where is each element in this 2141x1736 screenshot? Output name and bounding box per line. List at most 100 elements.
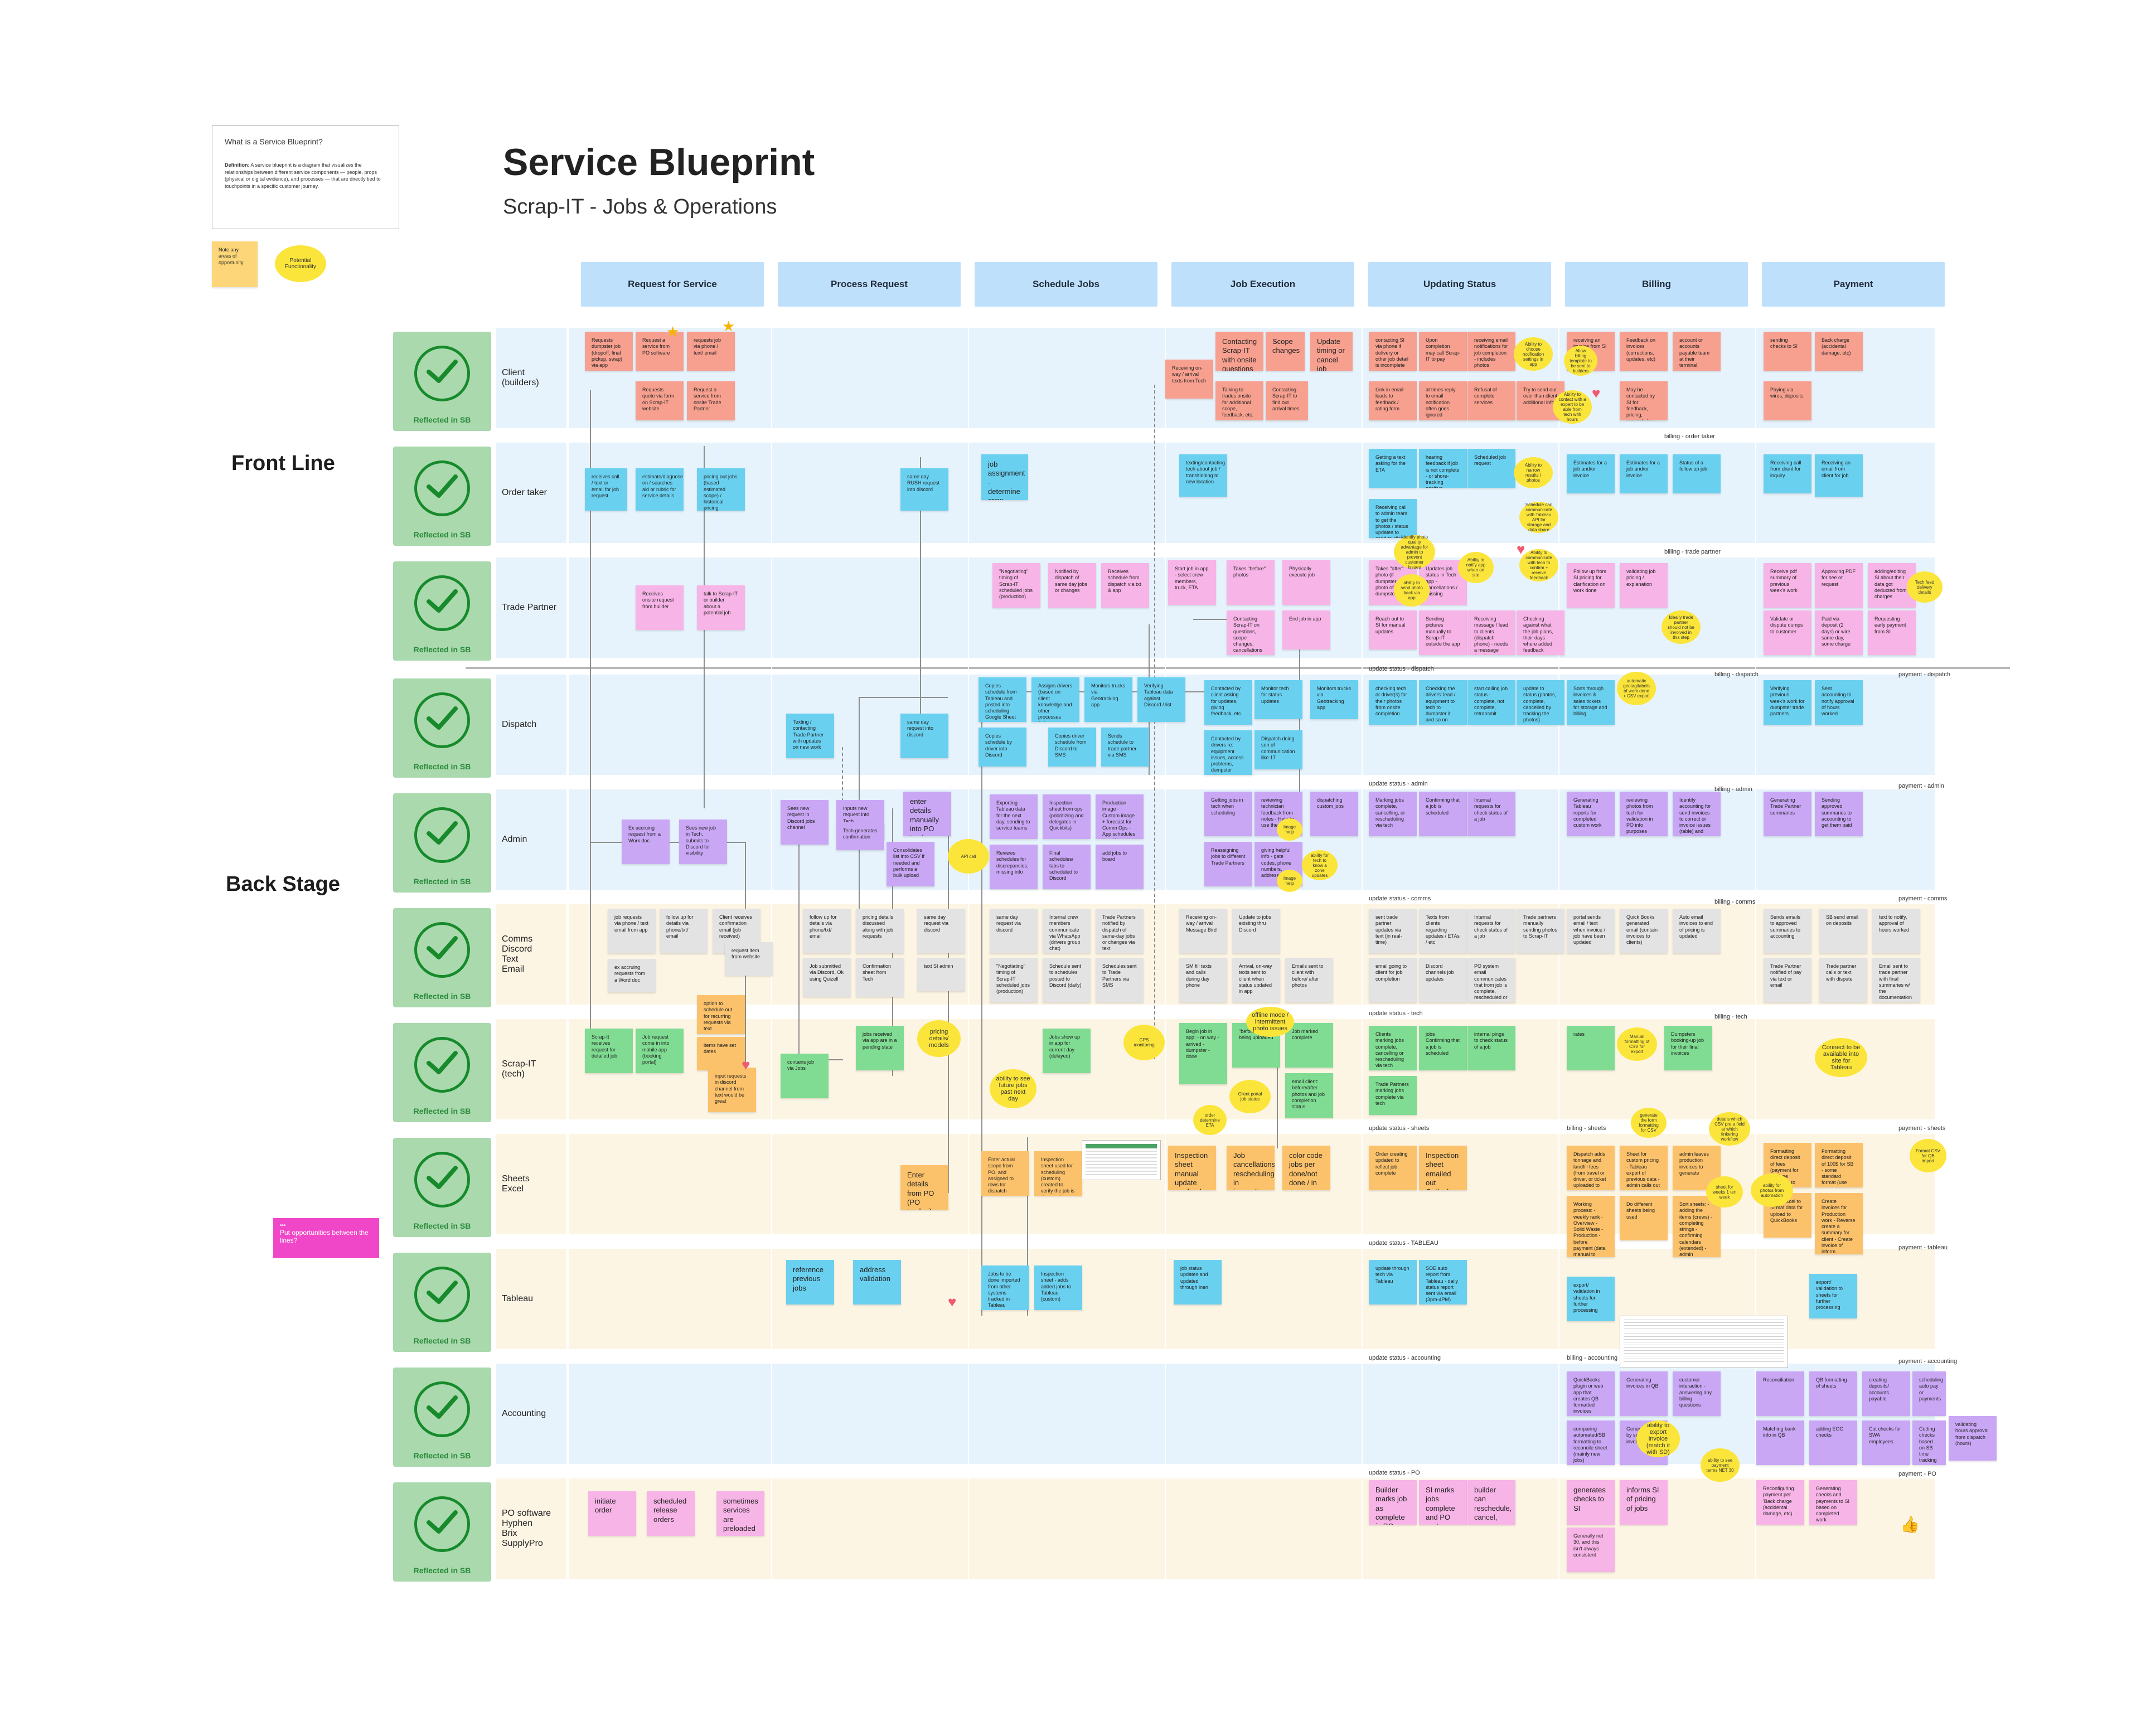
thumbs-up-icon: 👍 [1900, 1516, 1920, 1533]
row-label-dispatch: Dispatch [496, 675, 566, 775]
sticky-note: Estimates for a job and/or invoice [1567, 454, 1615, 493]
check-icon [414, 922, 470, 978]
sticky-note: Paying via wires, deposits [1764, 381, 1811, 420]
sticky-note: text SI admin [917, 958, 965, 991]
sticky-note: Copies schedule by driver into Discord [979, 728, 1026, 767]
sticky-note: adding/editing SI about their data got d… [1868, 563, 1916, 608]
sticky-note: Receiving message / lead to clients (dis… [1467, 610, 1515, 655]
sticky-note: SOE auto report from Tableau - daily sta… [1419, 1260, 1467, 1305]
reflected-check-card: Reflected in SB [393, 447, 491, 546]
sticky-note: Schedule sent to schedules posted to Dis… [1043, 958, 1091, 1002]
check-label: Reflected in SB [413, 877, 471, 886]
sticky-note: items have set dates [697, 1037, 745, 1070]
sticky-note: ex accruing requests from a Word doc [608, 959, 656, 992]
legend-circle: Potential Functionality [275, 245, 326, 282]
lane-label: payment - admin [1898, 783, 1944, 789]
sticky-note: creating deposits/ accounts payable [1862, 1371, 1910, 1416]
sticky-note: PO system email communicates that from j… [1467, 958, 1515, 1002]
sticky-note: Internal requests for check status of a … [1467, 909, 1515, 953]
sticky-note: dispatching custom jobs [1310, 792, 1358, 836]
sticky-note: Job request come in into mobile app (boo… [636, 1029, 684, 1073]
row-label-po: PO software Hyphen Brix SupplyPro [496, 1478, 566, 1579]
sticky-note: Monitors trucks via Geotracking app [1310, 680, 1358, 719]
connector-line [798, 803, 800, 1059]
sticky-note: SB send email on deposits [1819, 909, 1867, 953]
side-note-text: Put opportunities between the lines? [280, 1229, 369, 1244]
sticky-note: Start job in app - select crew members, … [1168, 560, 1216, 605]
sticky-note: Quick Books generated email (contain inv… [1620, 909, 1668, 953]
sticky-note: request item from website [725, 942, 773, 976]
sticky-note: Dumpsters booking-up job for their final… [1664, 1026, 1712, 1070]
opportunity-circle: Manual formatting of CSV for export [1617, 1027, 1657, 1061]
heart-icon: ♥ [948, 1293, 957, 1310]
sticky-note: export/ validation in sheets for further… [1567, 1277, 1615, 1321]
sticky-note: Sending approved summaries to accounting… [1815, 792, 1863, 836]
lane-label: billing - comms [1714, 899, 1756, 905]
check-label: Reflected in SB [413, 1566, 471, 1575]
heart-icon: ♥ [742, 1056, 750, 1073]
sticky-note: estimate/diagnose on / searches aid or r… [636, 468, 684, 511]
reflected-check-card: Reflected in SB [393, 332, 491, 431]
sticky-note: Receives schedule from dispatch via txt … [1101, 563, 1149, 608]
sticky-note: Receiving on-way / arrival texts from Te… [1165, 360, 1213, 399]
connector-line [948, 814, 949, 1193]
section-back-stage: Back Stage [226, 872, 340, 896]
opportunity-circle: Format CSV for QB import [1910, 1139, 1946, 1172]
sticky-note: generates checks to SI [1567, 1480, 1615, 1525]
lane-label: payment - sheets [1898, 1125, 1946, 1132]
sticky-note: same day RUSH request into discord [900, 468, 948, 511]
sticky-note: Status of a follow up job [1673, 454, 1721, 493]
sticky-note: QB formatting of sheets [1809, 1371, 1857, 1416]
sticky-note: Notified by dispatch of same day jobs or… [1048, 563, 1096, 608]
lane-label: payment - accounting [1898, 1358, 1958, 1365]
sticky-note: Texting / contacting Trade Partner with … [786, 714, 834, 758]
check-icon [414, 807, 470, 863]
sticky-note: Link in email leads to feedback / rating… [1369, 381, 1417, 420]
sticky-note: Dispatch doing son of communication like… [1254, 730, 1302, 769]
sticky-note: customer interaction - answering any bil… [1673, 1371, 1721, 1416]
sticky-note: Receives onsite request from builder [636, 585, 684, 630]
sticky-note: Trade partners manually sending photos t… [1517, 909, 1564, 953]
sticky-note: Generating invoices in QB [1620, 1371, 1668, 1416]
sticky-note: "Negotiating" timing of Scrap-IT schedul… [992, 563, 1040, 608]
sticky-note: pricing details discussed along with job… [856, 909, 904, 953]
sticky-note: Job cancellations/ rescheduling in inspe… [1227, 1146, 1275, 1190]
line-of-visibility [466, 667, 2010, 669]
sticky-note: Emails sent to client with before/ after… [1285, 958, 1333, 1002]
section-front-line: Front Line [231, 452, 335, 475]
sticky-note: Inspection sheet used for scheduling (cu… [1034, 1151, 1082, 1196]
check-label: Reflected in SB [413, 1221, 471, 1230]
sticky-note: builder can reschedule, cancel, [1467, 1480, 1515, 1525]
check-icon [414, 1496, 470, 1552]
opportunity-circle: ability to export invoice (match it with… [1636, 1420, 1680, 1457]
sticky-note: job requests via phone / text email from… [608, 909, 656, 953]
sticky-note: Scope changes [1266, 332, 1305, 371]
check-icon [414, 1381, 470, 1437]
connector-line [981, 691, 982, 1316]
opportunity-circle: generate the form formatting for CSV [1631, 1108, 1667, 1138]
sticky-note: job status updates and updated through i… [1174, 1260, 1222, 1305]
sticky-note: Sending pictures manually to Scrap-IT ou… [1419, 610, 1467, 655]
opportunity-circle: Image help [1277, 870, 1302, 892]
sticky-note: Trade Partner notified of pay via text o… [1764, 958, 1811, 1002]
sticky-note: same day request into discord [900, 714, 948, 758]
sticky-note: Create invoices for Production work - Re… [1815, 1193, 1863, 1254]
sticky-note: Sees new request in Discord jobs channel [781, 800, 829, 845]
check-icon [414, 692, 470, 748]
sticky-note: sending checks to SI [1764, 332, 1811, 371]
sticky-note: Reach out to SI for manual updates [1369, 610, 1417, 649]
sticky-note: Internal requests for check status of a … [1467, 792, 1515, 836]
opportunity-circle: ability to see future jobs past next day [990, 1069, 1036, 1108]
sticky-note: Begin job in app: - on way - arrived - d… [1179, 1023, 1227, 1084]
lane-label: billing - accounting [1567, 1355, 1618, 1361]
connector-line [842, 747, 844, 847]
check-label: Reflected in SB [413, 645, 471, 654]
sticky-note: rates [1567, 1026, 1615, 1070]
sticky-note: Cutting checks based on SB time tracking [1912, 1420, 1946, 1465]
reflected-check-card: Reflected in SB [393, 1482, 491, 1582]
sticky-note: Schedules sent to Trade Partners via SMS [1096, 958, 1144, 1002]
reflected-check-card: Reflected in SB [393, 1023, 491, 1122]
sticky-note: Contacting Scrap-IT on questions, scope … [1227, 610, 1275, 655]
opportunity-circle: Allow billing template to be sent to bui… [1564, 346, 1597, 376]
sticky-note: receiving email notifications for job co… [1467, 332, 1515, 371]
